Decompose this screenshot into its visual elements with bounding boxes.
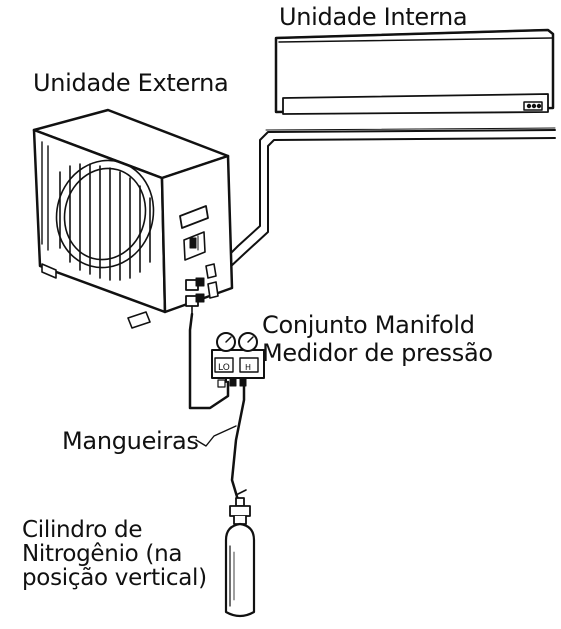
indoor-unit-label: Unidade Interna bbox=[279, 3, 468, 31]
manifold-label: Conjunto Manifold Medidor de pressão bbox=[262, 311, 493, 367]
manifold-label-line2: Medidor de pressão bbox=[262, 339, 493, 367]
hoses-leader-line bbox=[195, 425, 237, 447]
manifold-label-line1: Conjunto Manifold bbox=[262, 311, 475, 339]
cylinder-label-line2: Nitrogênio (na bbox=[22, 541, 183, 567]
nitrogen-cylinder bbox=[224, 489, 256, 618]
service-valves-icon bbox=[185, 263, 219, 317]
gauge-low-label: LO bbox=[218, 363, 230, 373]
cylinder-label-line3: posição vertical) bbox=[22, 565, 207, 591]
fan-grille bbox=[55, 159, 155, 281]
gauge-high-label: H bbox=[245, 363, 251, 372]
hoses-label: Mangueiras bbox=[62, 427, 199, 455]
outdoor-unit bbox=[32, 108, 234, 329]
outdoor-unit-label: Unidade Externa bbox=[33, 69, 229, 97]
cylinder-label: Cilindro de Nitrogênio (na posição verti… bbox=[22, 518, 207, 590]
refrigerant-lines bbox=[195, 127, 556, 297]
cylinder-label-line1: Cilindro de bbox=[22, 517, 143, 543]
manifold-gauge bbox=[211, 332, 265, 388]
indoor-unit bbox=[274, 28, 555, 115]
